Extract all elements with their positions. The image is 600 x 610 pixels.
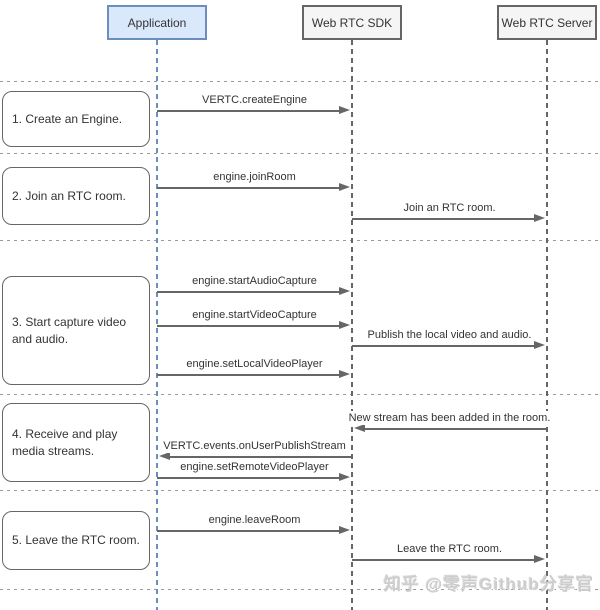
- message-line: [168, 456, 352, 458]
- section-separator: [0, 589, 600, 590]
- section-separator: [0, 490, 600, 491]
- message-label: engine.leaveRoom: [206, 513, 303, 527]
- message-arrowhead: [159, 452, 170, 460]
- message-arrowhead: [339, 321, 350, 329]
- step-box-5: 5. Leave the RTC room.: [2, 511, 150, 570]
- lifeline-server: [546, 40, 548, 610]
- actor-label: Application: [127, 15, 187, 30]
- step-label: 3. Start capture video and audio.: [12, 315, 127, 346]
- message-arrowhead: [339, 526, 350, 534]
- watermark: 知乎 @零声Github分享官: [383, 575, 594, 594]
- message-label: engine.startVideoCapture: [190, 308, 319, 322]
- message-label: engine.setLocalVideoPlayer: [184, 357, 325, 371]
- message-arrowhead: [339, 370, 350, 378]
- message-label: New stream has been added in the room.: [346, 411, 553, 425]
- message-arrowhead: [354, 424, 365, 432]
- message-line: [157, 374, 341, 376]
- step-label: 4. Receive and play media streams.: [12, 427, 118, 458]
- section-separator: [0, 81, 600, 82]
- message-label: Publish the local video and audio.: [365, 328, 534, 342]
- message-label: VERTC.createEngine: [200, 93, 309, 107]
- message-line: [352, 559, 536, 561]
- step-label: 2. Join an RTC room.: [12, 188, 126, 203]
- message-line: [352, 218, 536, 220]
- message-label: Join an RTC room.: [401, 201, 498, 215]
- step-label: 5. Leave the RTC room.: [12, 533, 140, 548]
- message-line: [157, 325, 341, 327]
- actor-box-server: Web RTC Server: [497, 5, 597, 40]
- message-line: [157, 477, 341, 479]
- message-arrowhead: [339, 183, 350, 191]
- message-arrowhead: [339, 287, 350, 295]
- message-label: engine.joinRoom: [211, 170, 298, 184]
- message-label: engine.setRemoteVideoPlayer: [178, 460, 331, 474]
- actor-label: Web RTC SDK: [311, 15, 393, 30]
- message-label: engine.startAudioCapture: [190, 274, 319, 288]
- message-arrowhead: [339, 106, 350, 114]
- step-box-1: 1. Create an Engine.: [2, 91, 150, 147]
- message-line: [157, 110, 341, 112]
- section-separator: [0, 394, 600, 395]
- message-line: [363, 428, 547, 430]
- message-arrowhead: [339, 473, 350, 481]
- message-line: [157, 187, 341, 189]
- message-arrowhead: [534, 214, 545, 222]
- message-label: VERTC.events.onUserPublishStream: [161, 439, 348, 453]
- lifeline-sdk: [351, 40, 353, 610]
- actor-box-sdk: Web RTC SDK: [302, 5, 402, 40]
- step-box-3: 3. Start capture video and audio.: [2, 276, 150, 385]
- message-line: [352, 345, 536, 347]
- message-line: [157, 291, 341, 293]
- section-separator: [0, 240, 600, 241]
- actor-box-application: Application: [107, 5, 207, 40]
- message-arrowhead: [534, 341, 545, 349]
- message-label: Leave the RTC room.: [395, 542, 504, 556]
- section-separator: [0, 153, 600, 154]
- message-arrowhead: [534, 555, 545, 563]
- step-box-2: 2. Join an RTC room.: [2, 167, 150, 225]
- step-box-4: 4. Receive and play media streams.: [2, 403, 150, 482]
- step-label: 1. Create an Engine.: [12, 111, 123, 126]
- message-line: [157, 530, 341, 532]
- actor-label: Web RTC Server: [501, 15, 593, 30]
